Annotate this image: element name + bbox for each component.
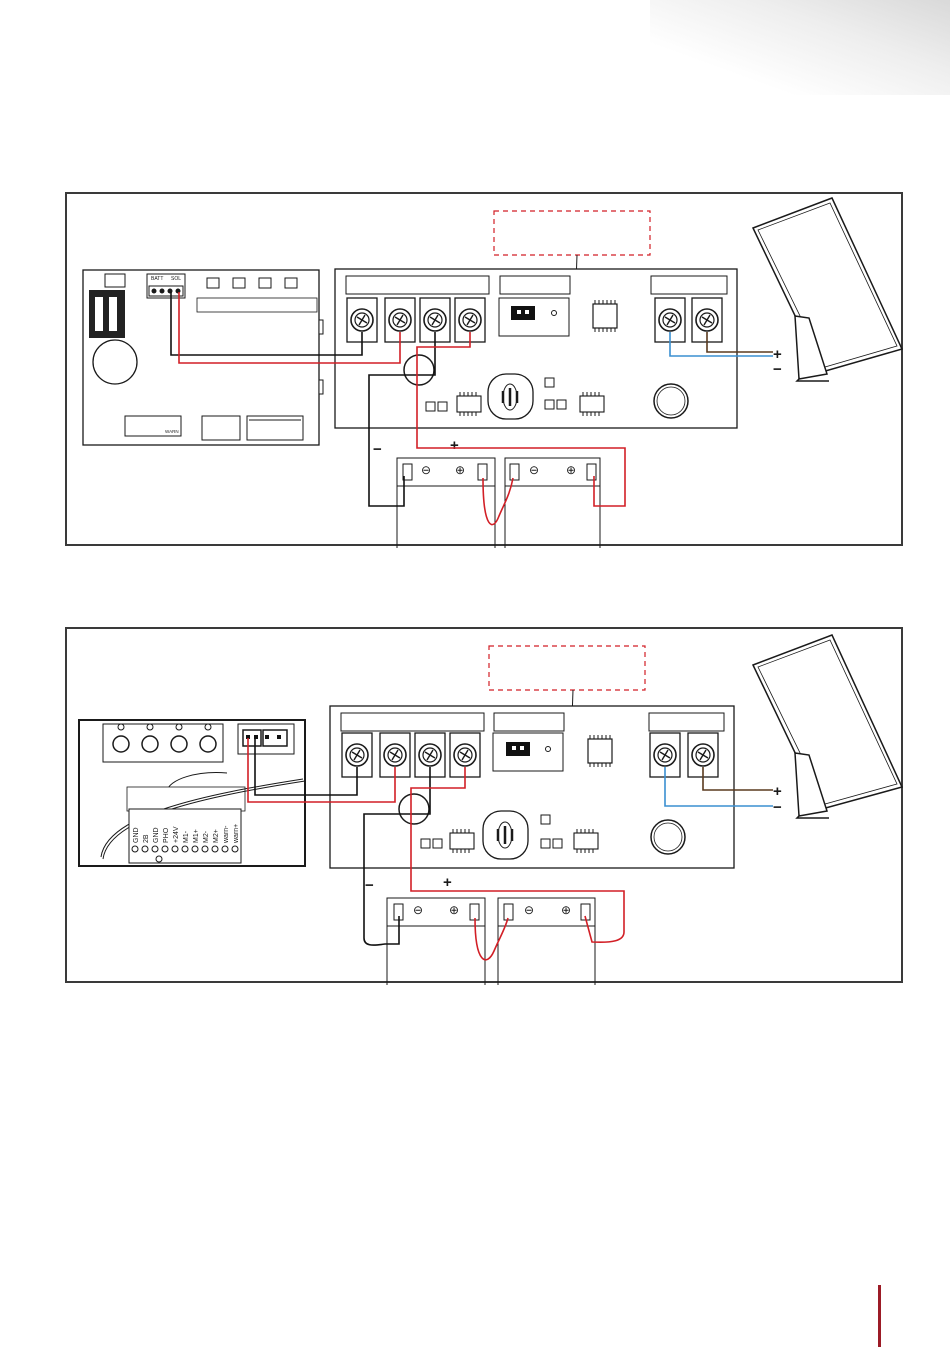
controller-terminal-strip: GND 2B GND PHO +24V M1- M1+ M2- M2+ warn… xyxy=(129,809,241,863)
terminal-label-m2-plus: M2+ xyxy=(213,829,220,843)
terminal-label-m2-minus: M2- xyxy=(203,830,210,843)
terminal-label-m1-plus: M1+ xyxy=(193,829,200,843)
wiring-diagram-1: BATT SOL WARN xyxy=(65,192,903,546)
battery-plus-label: + xyxy=(450,437,459,454)
callout-box xyxy=(489,646,645,690)
page-accent-rule xyxy=(878,1285,881,1347)
battery-minus-label: − xyxy=(365,877,374,894)
wiring-diagram-2: GND 2B GND PHO +24V M1- M1+ M2- M2+ warn… xyxy=(65,627,903,983)
battery-plus-label: + xyxy=(443,874,452,891)
solar-plus-label: + xyxy=(773,783,782,800)
battery-1-plus: ⊕ xyxy=(455,463,465,477)
battery-1 xyxy=(397,458,495,548)
solar-minus-label: − xyxy=(773,361,782,378)
terminal-label-warn-minus: warn- xyxy=(223,825,230,844)
terminal-label-warn-plus: warn+ xyxy=(233,824,240,844)
battery-2-plus: ⊕ xyxy=(561,903,571,917)
terminal-label-24v: +24V xyxy=(173,826,180,843)
ferrite-ring xyxy=(399,794,429,824)
callout-box xyxy=(494,211,650,255)
wiring-diagram-1-svg: BATT SOL WARN xyxy=(67,194,905,548)
solar-charger-module xyxy=(335,269,737,428)
gate-controller-board: BATT SOL WARN xyxy=(83,270,323,445)
wiring-diagram-2-svg: GND 2B GND PHO +24V M1- M1+ M2- M2+ warn… xyxy=(67,629,905,985)
battery-1-plus: ⊕ xyxy=(449,903,459,917)
battery-1-minus: ⊖ xyxy=(421,463,431,477)
ferrite-ring xyxy=(404,355,434,385)
chip xyxy=(588,735,612,767)
battery-2-plus: ⊕ xyxy=(566,463,576,477)
terminal-label-gnd: GND xyxy=(133,827,140,843)
battery-2-minus: ⊖ xyxy=(529,463,539,477)
terminal-label-pho: PHO xyxy=(163,827,170,843)
chip xyxy=(593,300,617,332)
controller-label-batt: BATT xyxy=(151,276,163,282)
solar-charger-module xyxy=(330,706,734,868)
controller-label-warn: WARN xyxy=(165,429,179,434)
controller-label-sol: SOL xyxy=(171,276,181,282)
battery-2-minus: ⊖ xyxy=(524,903,534,917)
battery-2 xyxy=(505,458,600,548)
terminal-label-m1-minus: M1- xyxy=(183,830,190,843)
corner-decoration xyxy=(650,0,950,95)
terminal-label-gnd-2: GND xyxy=(153,827,160,843)
solar-minus-label: − xyxy=(773,799,782,816)
battery-1 xyxy=(387,898,485,985)
terminal-label-2b: 2B xyxy=(143,834,150,843)
battery-2 xyxy=(498,898,595,985)
battery-minus-label: − xyxy=(373,441,382,458)
battery-1-minus: ⊖ xyxy=(413,903,423,917)
